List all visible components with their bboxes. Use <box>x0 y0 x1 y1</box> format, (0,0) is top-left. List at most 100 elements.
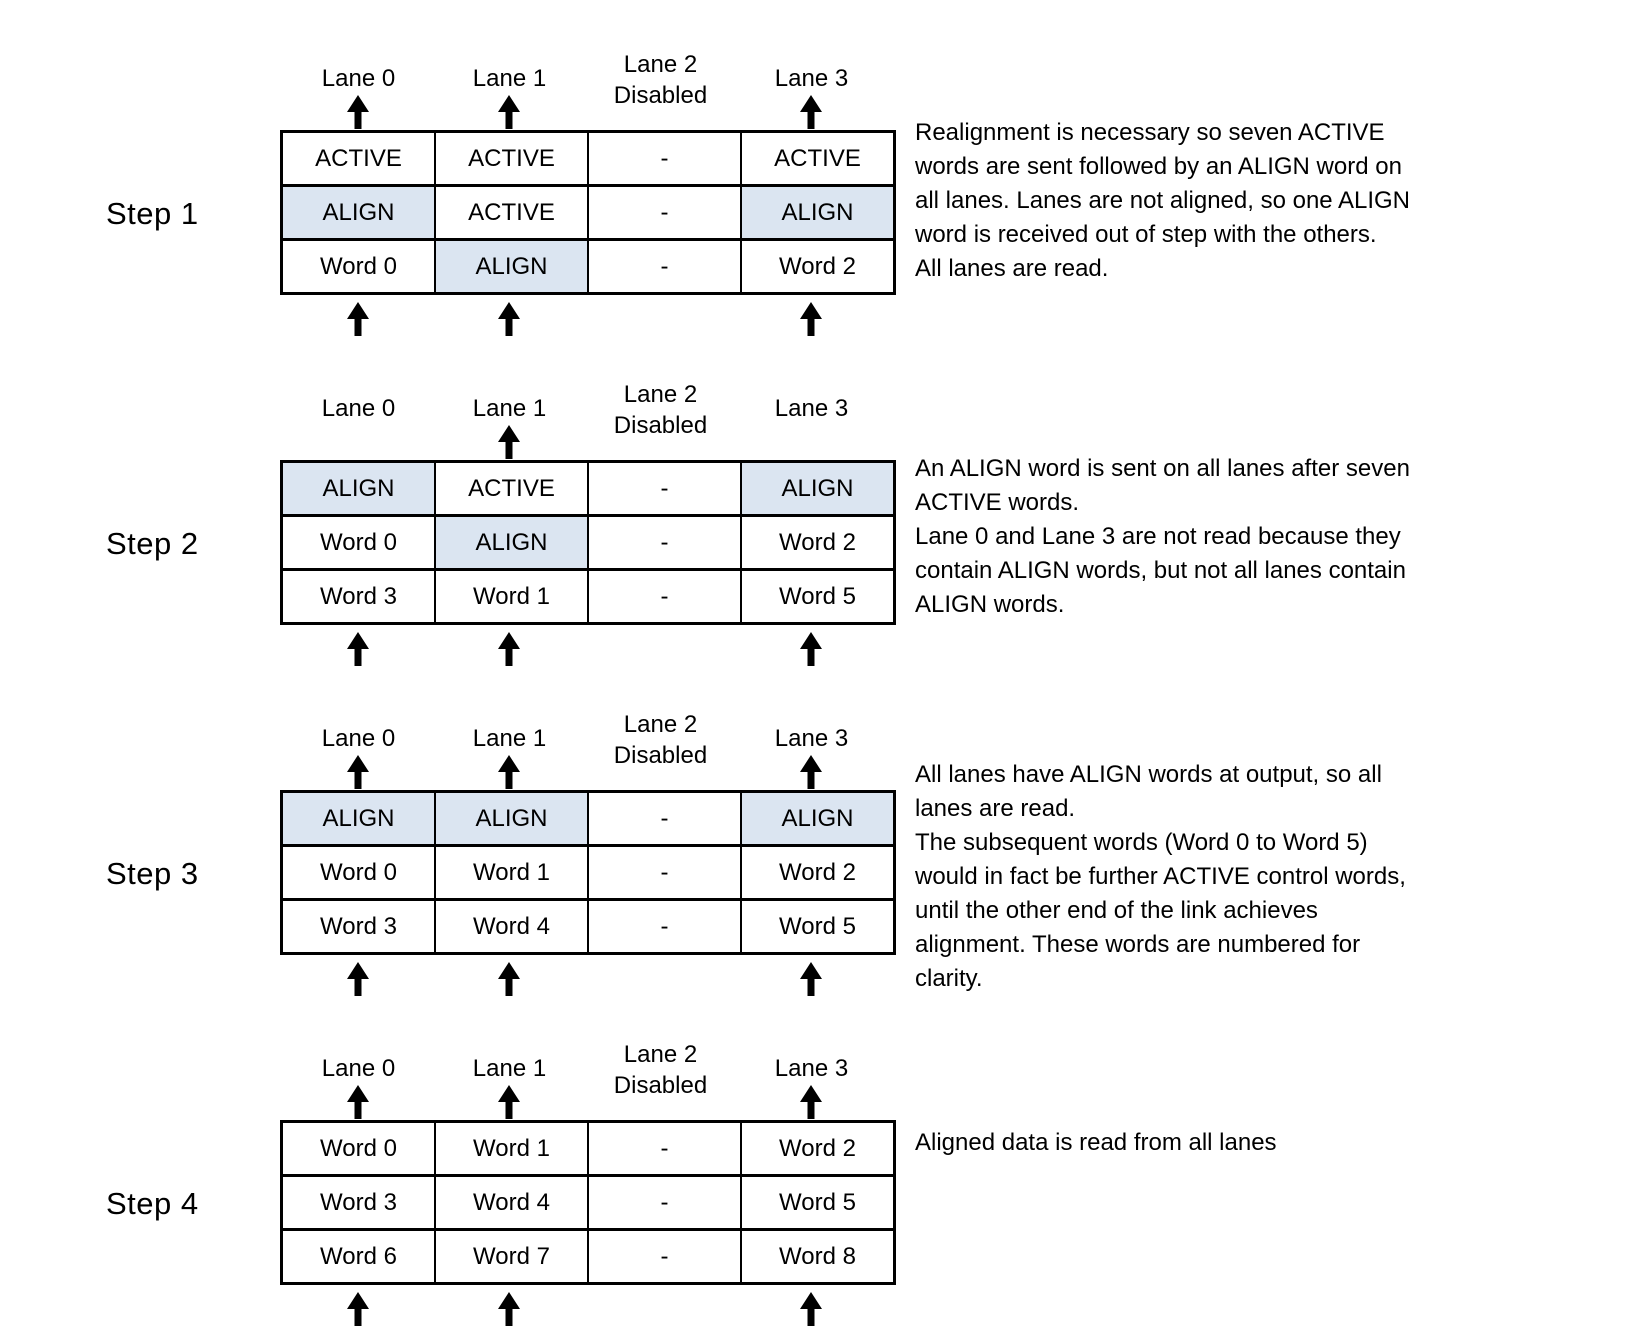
table-cell: Word 6 <box>280 1228 436 1285</box>
lane-2-header-line2: Disabled <box>613 742 708 769</box>
lane-3-header: Lane 3 <box>774 1055 849 1082</box>
table-row: ALIGN ALIGN - ALIGN <box>280 790 896 847</box>
table-cell: Word 0 <box>280 1120 436 1177</box>
table-cell: Word 0 <box>280 238 436 295</box>
lane-0-column-header: Lane 0 <box>283 1050 434 1120</box>
step-2-label: Step 2 <box>106 526 199 561</box>
table-cell-highlighted: ALIGN <box>740 184 896 241</box>
table-cell: - <box>587 1174 742 1231</box>
table-cell: Word 2 <box>740 238 896 295</box>
table-cell: ACTIVE <box>434 184 589 241</box>
table-cell: - <box>587 184 742 241</box>
lane-1-column-header: Lane 1 <box>434 720 585 790</box>
up-arrow-icon <box>345 1085 371 1119</box>
table-cell: Word 5 <box>740 568 896 625</box>
table-cell: Word 8 <box>740 1228 896 1285</box>
table-cell: Word 1 <box>434 844 589 901</box>
step-4-label: Step 4 <box>106 1186 199 1221</box>
table-cell: Word 0 <box>280 514 436 571</box>
lane-0-column-header: Lane 0 <box>283 60 434 130</box>
table-cell: Word 3 <box>280 1174 436 1231</box>
table-cell-highlighted: ALIGN <box>280 460 436 517</box>
up-arrow-icon <box>496 755 522 789</box>
lane-0-header: Lane 0 <box>321 395 396 422</box>
lane-1-column-header: Lane 1 <box>434 390 585 460</box>
up-arrow-icon <box>496 1085 522 1119</box>
table-row: Word 6 Word 7 - Word 8 <box>280 1228 896 1285</box>
table-cell: Word 4 <box>434 898 589 955</box>
table-cell: Word 4 <box>434 1174 589 1231</box>
lane-2-column-header: Lane 2 Disabled <box>585 1041 736 1120</box>
up-arrow-icon <box>798 962 824 996</box>
table-cell: - <box>587 1120 742 1177</box>
table-cell: - <box>587 844 742 901</box>
lane-0-column-header: Lane 0 <box>283 720 434 790</box>
lane-1-column-header: Lane 1 <box>434 1050 585 1120</box>
step-3-label: Step 3 <box>106 856 199 891</box>
lane-2-header-line1: Lane 2 <box>623 51 698 78</box>
lane-3-header: Lane 3 <box>774 395 849 422</box>
lane-2-header: Lane 2 Disabled <box>585 1039 736 1101</box>
step-4-note: Aligned data is read from all lanes <box>915 1129 1277 1156</box>
up-arrow-icon <box>798 1292 824 1326</box>
table-cell: Word 2 <box>740 514 896 571</box>
table-row: Word 0 Word 1 - Word 2 <box>280 1120 896 1177</box>
up-arrow-icon <box>496 962 522 996</box>
up-arrow-icon <box>345 962 371 996</box>
step-4-section: Step 4 Lane 0 Lane 1 Lane 2 Disabled Lane… <box>0 1041 1645 1342</box>
lane-0-column-header: Lane 0 <box>283 390 434 460</box>
up-arrow-icon <box>798 302 824 336</box>
table-row: Word 3 Word 4 - Word 5 <box>280 1174 896 1231</box>
table-row: ALIGN ACTIVE - ALIGN <box>280 460 896 517</box>
step-2-table: ALIGN ACTIVE - ALIGN Word 0 ALIGN - Word… <box>280 460 896 625</box>
table-cell: - <box>587 568 742 625</box>
table-row: Word 0 ALIGN - Word 2 <box>280 514 896 571</box>
step-3-table: ALIGN ALIGN - ALIGN Word 0 Word 1 - Word… <box>280 790 896 955</box>
table-row: Word 3 Word 4 - Word 5 <box>280 898 896 955</box>
table-cell-highlighted: ALIGN <box>740 790 896 847</box>
step-1-note: Realignment is necessary so seven ACTIVE… <box>915 119 1410 282</box>
up-arrow-icon <box>798 632 824 666</box>
table-cell: ACTIVE <box>280 130 436 187</box>
up-arrow-icon <box>345 302 371 336</box>
up-arrow-icon <box>345 1292 371 1326</box>
table-row: ACTIVE ACTIVE - ACTIVE <box>280 130 896 187</box>
lane-3-column-header: Lane 3 <box>736 60 887 130</box>
table-cell: Word 3 <box>280 898 436 955</box>
up-arrow-icon <box>496 95 522 129</box>
up-arrow-icon <box>798 1085 824 1119</box>
table-cell: - <box>587 130 742 187</box>
up-arrow-icon <box>345 95 371 129</box>
step-1-table: ACTIVE ACTIVE - ACTIVE ALIGN ACTIVE - AL… <box>280 130 896 295</box>
table-cell: ACTIVE <box>434 460 589 517</box>
lane-0-header: Lane 0 <box>321 725 396 752</box>
lane-0-header: Lane 0 <box>321 65 396 92</box>
up-arrow-icon <box>345 632 371 666</box>
lane-3-header: Lane 3 <box>774 725 849 752</box>
table-cell: Word 0 <box>280 844 436 901</box>
table-cell: Word 1 <box>434 568 589 625</box>
step-4-table: Word 0 Word 1 - Word 2 Word 3 Word 4 - W… <box>280 1120 896 1285</box>
table-cell: - <box>587 1228 742 1285</box>
table-cell: ACTIVE <box>740 130 896 187</box>
table-cell: Word 7 <box>434 1228 589 1285</box>
table-cell-highlighted: ALIGN <box>280 184 436 241</box>
lane-2-header-line1: Lane 2 <box>623 1041 698 1068</box>
table-cell: Word 2 <box>740 844 896 901</box>
up-arrow-icon <box>496 632 522 666</box>
step-1-label: Step 1 <box>106 196 199 231</box>
table-row: Word 0 Word 1 - Word 2 <box>280 844 896 901</box>
table-cell: - <box>587 514 742 571</box>
up-arrow-icon <box>496 1292 522 1326</box>
lane-1-column-header: Lane 1 <box>434 60 585 130</box>
lane-2-header-line2: Disabled <box>613 1072 708 1099</box>
table-cell: - <box>587 238 742 295</box>
